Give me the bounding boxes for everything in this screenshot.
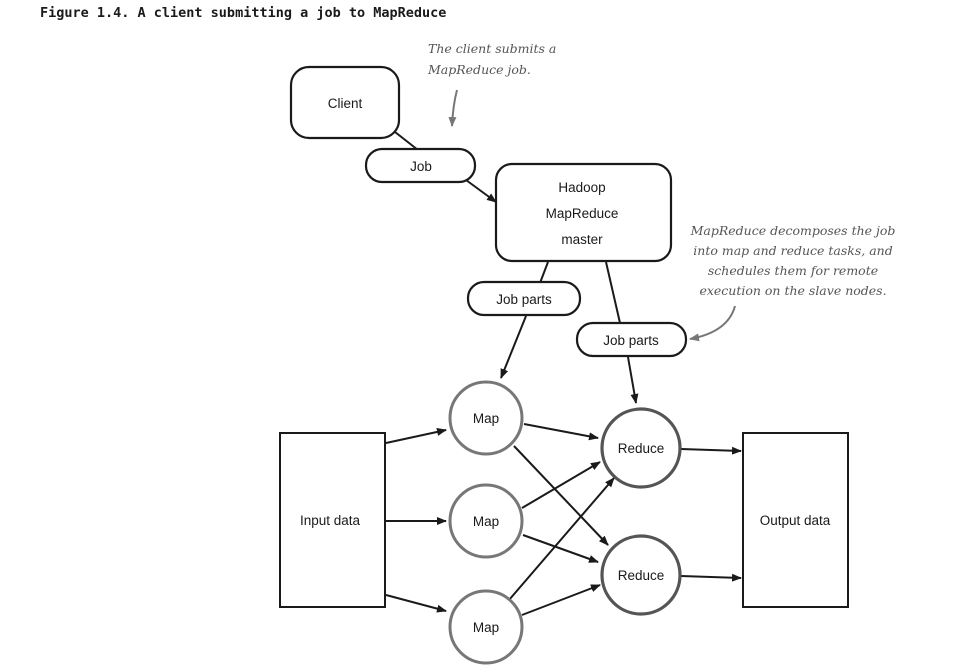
job-parts-node-1: Job parts xyxy=(466,280,582,317)
client-to-job-line xyxy=(394,131,419,151)
master-label-line2: MapReduce xyxy=(546,206,619,221)
master-to-jobparts1-line xyxy=(539,261,549,284)
map-node-2: Map xyxy=(448,483,524,559)
master-note-line1: MapReduce decomposes the job xyxy=(690,223,896,238)
map-label-3: Map xyxy=(473,620,499,635)
master-annotation: MapReduce decomposes the job into map an… xyxy=(690,223,896,298)
reduce1-to-output-arrow xyxy=(680,446,742,455)
map-label-2: Map xyxy=(473,514,499,529)
reduce-label-2: Reduce xyxy=(618,568,665,583)
connectors xyxy=(385,131,742,616)
input-to-map3-arrow xyxy=(385,594,447,613)
client-node: Client xyxy=(289,65,401,140)
reduce2-to-output-arrow xyxy=(680,573,742,582)
client-annotation: The client submits a MapReduce job. xyxy=(427,41,556,77)
map-label-1: Map xyxy=(473,411,499,426)
master-note-line2: into map and reduce tasks, and xyxy=(693,243,892,258)
job-to-master-arrow xyxy=(465,179,497,203)
master-note-line4: execution on the slave nodes. xyxy=(699,283,886,298)
master-note-line3: schedules them for remote xyxy=(708,263,878,278)
input-data-label: Input data xyxy=(300,513,361,528)
client-label: Client xyxy=(328,96,363,111)
job-node: Job xyxy=(364,147,477,184)
map-node-3: Map xyxy=(448,589,524,665)
map3-to-reduce2-arrow xyxy=(521,584,601,616)
job-parts-label-2: Job parts xyxy=(603,333,659,348)
figure-caption: Figure 1.4. A client submitting a job to… xyxy=(40,5,447,21)
output-data-label: Output data xyxy=(760,513,831,528)
jobparts2-to-reduce1-arrow xyxy=(627,356,639,404)
job-parts-node-2: Job parts xyxy=(575,321,688,358)
client-note-arrow xyxy=(448,89,458,127)
client-note-line2: MapReduce job. xyxy=(427,62,531,77)
reduce-node-1: Reduce xyxy=(600,407,682,489)
master-note-arrow xyxy=(689,305,736,342)
reduce-node-2: Reduce xyxy=(600,534,682,616)
master-label-line1: Hadoop xyxy=(558,180,605,195)
map1-to-reduce2-arrow xyxy=(513,445,609,546)
master-to-jobparts2-line xyxy=(605,261,621,324)
map2-to-reduce2-arrow xyxy=(522,534,599,563)
job-parts-label-1: Job parts xyxy=(496,292,552,307)
map1-to-reduce1-arrow xyxy=(523,423,599,441)
map2-to-reduce1-arrow xyxy=(521,461,601,509)
output-data-node: Output data xyxy=(742,432,849,608)
input-data-node: Input data xyxy=(279,432,386,608)
map-node-1: Map xyxy=(448,380,524,456)
map3-to-reduce1-arrow xyxy=(508,477,615,601)
jobparts1-to-map1-arrow xyxy=(500,315,527,379)
master-label-line3: master xyxy=(561,232,603,247)
input-to-map1-arrow xyxy=(385,427,447,444)
client-note-line1: The client submits a xyxy=(428,41,556,56)
master-node: Hadoop MapReduce master xyxy=(494,162,673,263)
reduce-label-1: Reduce xyxy=(618,441,665,456)
job-label: Job xyxy=(410,159,432,174)
